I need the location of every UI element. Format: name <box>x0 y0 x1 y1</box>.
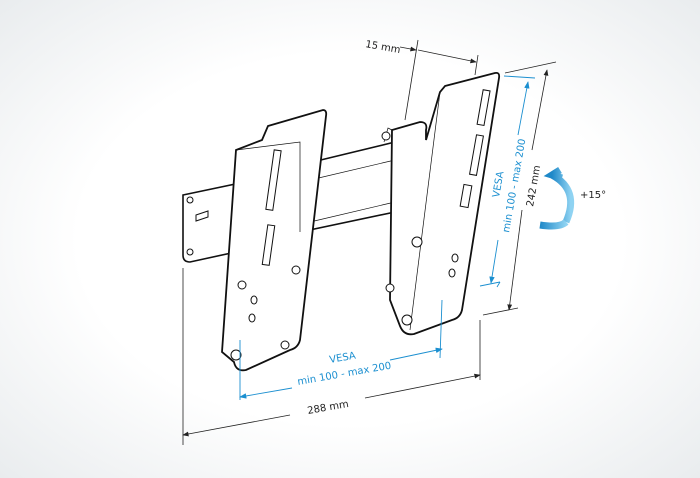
vesa-horizontal-range: min 100 - max 200 <box>297 361 393 388</box>
offset-dimension <box>399 39 479 121</box>
vesa-vertical-dimension <box>479 75 536 288</box>
height-dimension <box>482 61 557 316</box>
vesa-vertical-title: VESA <box>491 170 506 198</box>
left-bracket-plate <box>221 109 328 372</box>
vesa-horizontal-title: VESA <box>329 350 357 365</box>
vesa-horizontal-dimension <box>239 299 443 400</box>
width-dimension-label: 288 mm <box>307 399 350 417</box>
height-dimension-label: 242 mm <box>525 164 543 207</box>
tilt-label: +15° <box>580 190 606 201</box>
vesa-vertical-range: min 100 - max 200 <box>501 138 528 234</box>
tilt-arrow-icon <box>543 167 575 224</box>
offset-dimension-label: 15 mm <box>364 39 401 56</box>
tilt-arrow-tail <box>539 219 569 230</box>
width-dimension <box>182 268 481 445</box>
right-bracket-plate <box>381 71 501 336</box>
